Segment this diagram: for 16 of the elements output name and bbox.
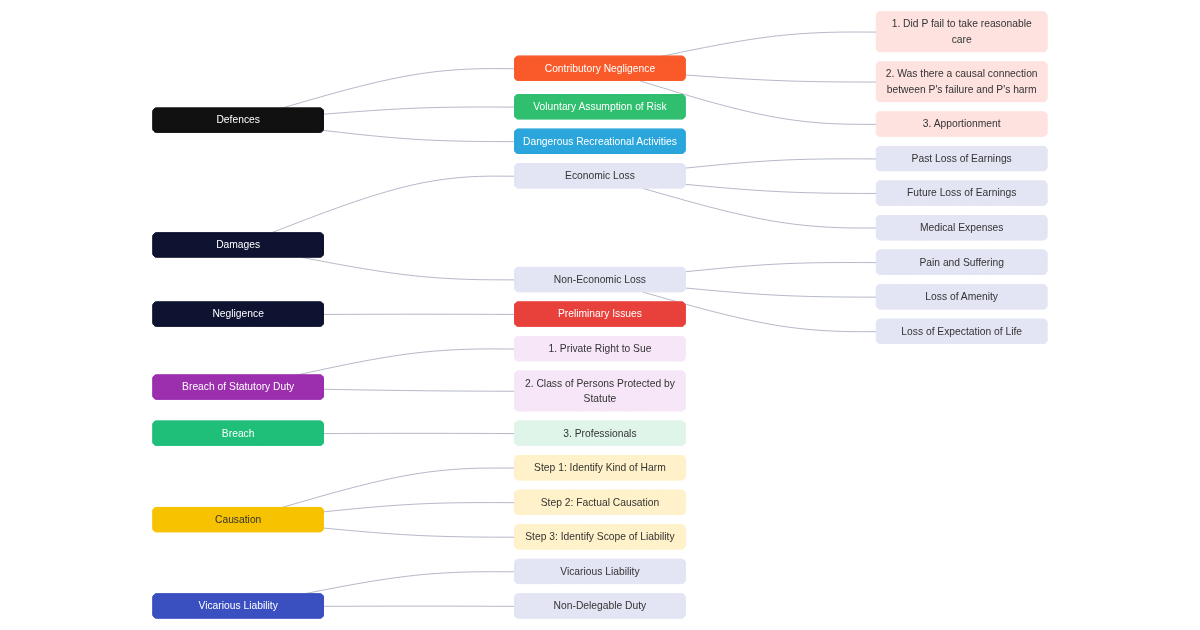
connector: [323, 605, 516, 607]
connector: [323, 313, 516, 315]
connector: [323, 388, 516, 392]
connector: [323, 432, 516, 434]
connector: [685, 287, 878, 298]
connector: [323, 502, 516, 513]
connector: [323, 130, 516, 143]
connector: [685, 74, 878, 83]
connector: [685, 262, 878, 273]
connector: [323, 106, 516, 115]
connector: [685, 158, 878, 169]
connector: [323, 527, 516, 538]
connector: [685, 184, 878, 194]
connector: [639, 80, 878, 125]
connector: [642, 188, 878, 229]
connector: [642, 291, 878, 333]
